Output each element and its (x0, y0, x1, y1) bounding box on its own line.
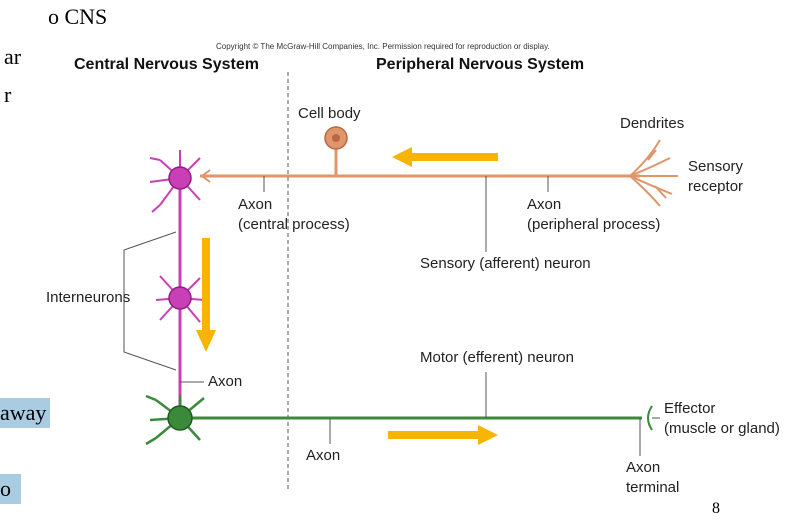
label-axon-terminal-2: terminal (626, 479, 680, 496)
sensory-neuron (200, 126, 678, 252)
arrow-sensory-left (392, 147, 498, 167)
highlighted-text-1: away (0, 398, 51, 428)
cns-header: Central Nervous System (74, 56, 259, 73)
label-effector-2: (muscle or gland) (664, 420, 780, 437)
highlighted-text-2: o (0, 474, 21, 504)
label-axon-central-2: (central process) (238, 216, 350, 233)
label-axon-peripheral-1: Axon (527, 196, 562, 213)
sensory-dendrites (629, 139, 678, 207)
label-cell-body: Cell body (298, 105, 361, 122)
slide-text-line-2: ar (4, 44, 22, 69)
slide-text-line-3: r (4, 82, 12, 107)
arrow-interneuron-down (196, 238, 216, 352)
slide-text-line-1: o CNS (48, 4, 108, 29)
label-axon-motor: Axon (306, 447, 341, 464)
motor-cell-body (167, 405, 193, 431)
label-axon-peripheral-2: (peripheral process) (527, 216, 661, 233)
copyright-notice: Copyright © The McGraw-Hill Companies, I… (216, 42, 550, 51)
motor-neuron (145, 372, 660, 456)
label-axon-terminal-1: Axon (626, 459, 661, 476)
label-motor-neuron: Motor (efferent) neuron (420, 349, 574, 366)
label-sensory-receptor-2: receptor (688, 178, 744, 195)
arrow-motor-right (388, 425, 498, 445)
interneurons (123, 150, 205, 410)
label-sensory-receptor-1: Sensory (688, 158, 744, 175)
label-axon-inter: Axon (208, 373, 243, 390)
label-axon-central-1: Axon (238, 196, 273, 213)
pns-header: Peripheral Nervous System (376, 56, 585, 73)
label-effector-1: Effector (664, 400, 716, 417)
page-number: 8 (712, 500, 720, 517)
label-sensory-neuron: Sensory (afferent) neuron (420, 255, 591, 272)
label-interneurons: Interneurons (46, 289, 131, 306)
label-dendrites: Dendrites (620, 115, 685, 132)
